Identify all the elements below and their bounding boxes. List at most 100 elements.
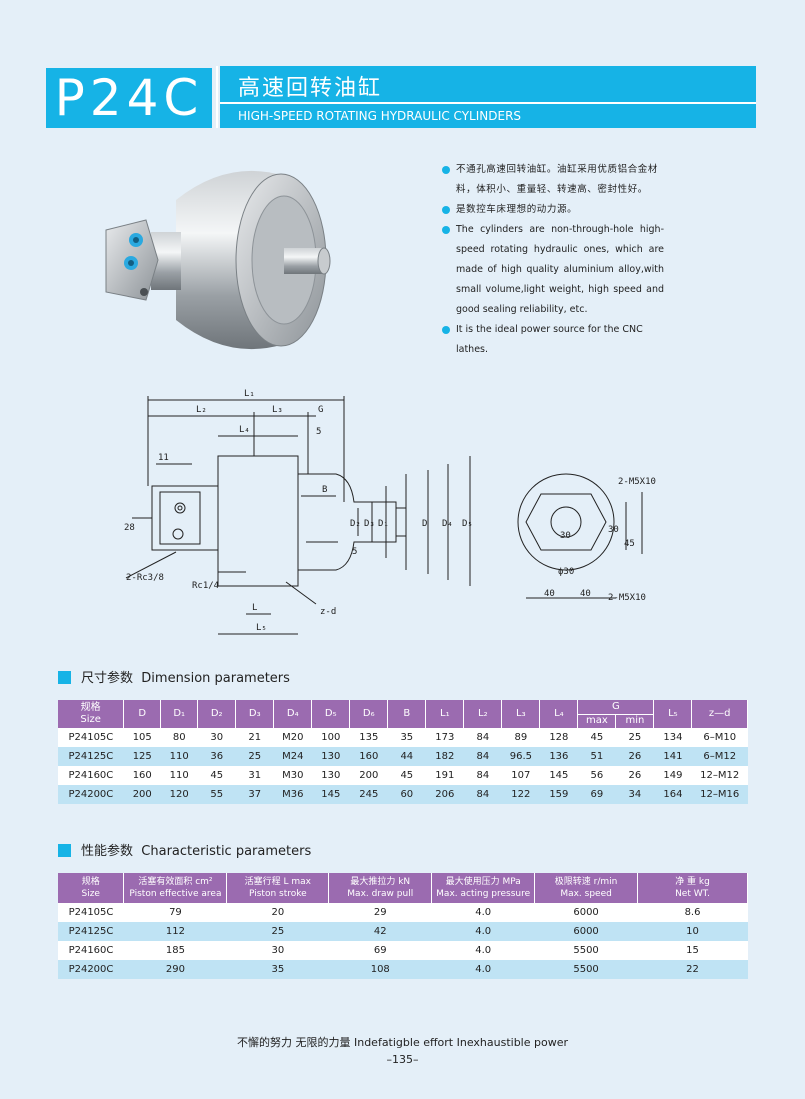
table-cell: 125 bbox=[123, 747, 161, 766]
table-cell: 80 bbox=[160, 728, 198, 747]
table-cell: 25 bbox=[226, 922, 329, 941]
svg-text:L₂: L₂ bbox=[196, 405, 207, 415]
bullet-icon bbox=[442, 326, 450, 334]
product-image bbox=[105, 170, 331, 350]
table-cell: M24 bbox=[273, 747, 312, 766]
product-code: P24C bbox=[46, 68, 212, 128]
table-cell: 200 bbox=[349, 766, 388, 785]
table-cell: 69 bbox=[328, 941, 432, 960]
table-cell: 30 bbox=[226, 941, 329, 960]
svg-text:2-M5X10: 2-M5X10 bbox=[608, 593, 646, 603]
table-cell: 4.0 bbox=[431, 903, 535, 922]
table-cell: M20 bbox=[273, 728, 312, 747]
table-cell: 36 bbox=[197, 747, 236, 766]
table-cell: 290 bbox=[123, 960, 227, 979]
table-cell: 69 bbox=[577, 785, 616, 804]
svg-text:ϕ30: ϕ30 bbox=[558, 567, 574, 577]
table-cell: 45 bbox=[197, 766, 236, 785]
header-title-en: HIGH-SPEED ROTATING HYDRAULIC CYLINDERS bbox=[238, 109, 522, 123]
table-cell: 5500 bbox=[534, 960, 638, 979]
svg-text:5: 5 bbox=[352, 547, 357, 557]
table-cell: 160 bbox=[349, 747, 388, 766]
table-cell: 159 bbox=[539, 785, 578, 804]
bullet-icon bbox=[442, 206, 450, 214]
table-cell: 173 bbox=[425, 728, 464, 747]
table-cell: 122 bbox=[501, 785, 540, 804]
svg-text:28: 28 bbox=[124, 523, 135, 533]
table-cell: 4.0 bbox=[431, 960, 535, 979]
table-cell: 110 bbox=[160, 766, 198, 785]
table-cell: M36 bbox=[273, 785, 312, 804]
table-cell: 191 bbox=[425, 766, 464, 785]
table-cell: 21 bbox=[235, 728, 274, 747]
table-cell: 108 bbox=[328, 960, 432, 979]
table-cell: 26 bbox=[615, 766, 654, 785]
table-cell: 128 bbox=[539, 728, 578, 747]
table-cell: 206 bbox=[425, 785, 464, 804]
table-cell: P24125C bbox=[58, 747, 124, 766]
table-cell: 130 bbox=[311, 747, 350, 766]
table-cell: 135 bbox=[349, 728, 388, 747]
svg-text:30: 30 bbox=[608, 525, 619, 535]
table-cell: 35 bbox=[226, 960, 329, 979]
table-cell: 10 bbox=[637, 922, 748, 941]
table-cell: 112 bbox=[123, 922, 227, 941]
table-cell: 141 bbox=[653, 747, 692, 766]
drawing-labels: L₁ L₂ L₃ L₄ L₅ G 5 11 B 5 28 2-Rc3/8 Rc1… bbox=[124, 389, 656, 633]
table-cell: 160 bbox=[123, 766, 161, 785]
footer-slogan: 不懈的努力 无限的力量 Indefatigble effort Inexhaus… bbox=[236, 1036, 569, 1049]
section-marker-icon bbox=[58, 844, 71, 857]
table-cell: P24200C bbox=[58, 785, 124, 804]
table-cell: 35 bbox=[387, 728, 426, 747]
description-item: 不通孔高速回转油缸。油缸采用优质铝合金材料，体积小、重量轻、转速高、密封性好。 bbox=[442, 160, 664, 200]
svg-text:D: D bbox=[422, 519, 427, 529]
table-cell: 12–M16 bbox=[691, 785, 748, 804]
table-cell: 31 bbox=[235, 766, 274, 785]
table-cell: 5500 bbox=[534, 941, 638, 960]
table-cell: 120 bbox=[160, 785, 198, 804]
product-description: 不通孔高速回转油缸。油缸采用优质铝合金材料，体积小、重量轻、转速高、密封性好。 … bbox=[442, 160, 664, 360]
table-cell: 136 bbox=[539, 747, 578, 766]
table-cell: 89 bbox=[501, 728, 540, 747]
svg-text:L₁: L₁ bbox=[244, 389, 255, 399]
svg-text:D₁: D₁ bbox=[378, 519, 389, 529]
table-cell: 182 bbox=[425, 747, 464, 766]
table-cell: P24200C bbox=[58, 960, 124, 979]
svg-text:D₃: D₃ bbox=[364, 519, 375, 529]
table-cell: 6–M10 bbox=[691, 728, 748, 747]
table-cell: 34 bbox=[615, 785, 654, 804]
svg-text:Rc1/4: Rc1/4 bbox=[192, 581, 219, 591]
table-cell: 145 bbox=[311, 785, 350, 804]
section-marker-icon bbox=[58, 671, 71, 684]
characteristic-section-title: 性能参数 Characteristic parameters bbox=[58, 840, 311, 859]
table-cell: P24125C bbox=[58, 922, 124, 941]
table-cell: P24160C bbox=[58, 941, 124, 960]
svg-text:30: 30 bbox=[560, 531, 571, 541]
table-cell: 22 bbox=[637, 960, 748, 979]
svg-text:D₂: D₂ bbox=[350, 519, 361, 529]
table-cell: 51 bbox=[577, 747, 616, 766]
svg-text:40: 40 bbox=[544, 589, 555, 599]
technical-drawing: L₁ L₂ L₃ L₄ L₅ G 5 11 B 5 28 2-Rc3/8 Rc1… bbox=[124, 389, 656, 635]
table-cell: 6000 bbox=[534, 903, 638, 922]
table-cell: 4.0 bbox=[431, 922, 535, 941]
page-number: –135– bbox=[386, 1053, 419, 1066]
table-cell: 84 bbox=[463, 766, 502, 785]
table-cell: 25 bbox=[235, 747, 274, 766]
table-cell: M30 bbox=[273, 766, 312, 785]
table-cell: 149 bbox=[653, 766, 692, 785]
dimension-section-title: 尺寸参数 Dimension parameters bbox=[58, 667, 290, 686]
table-cell: 84 bbox=[463, 747, 502, 766]
svg-text:D₄: D₄ bbox=[442, 519, 453, 529]
